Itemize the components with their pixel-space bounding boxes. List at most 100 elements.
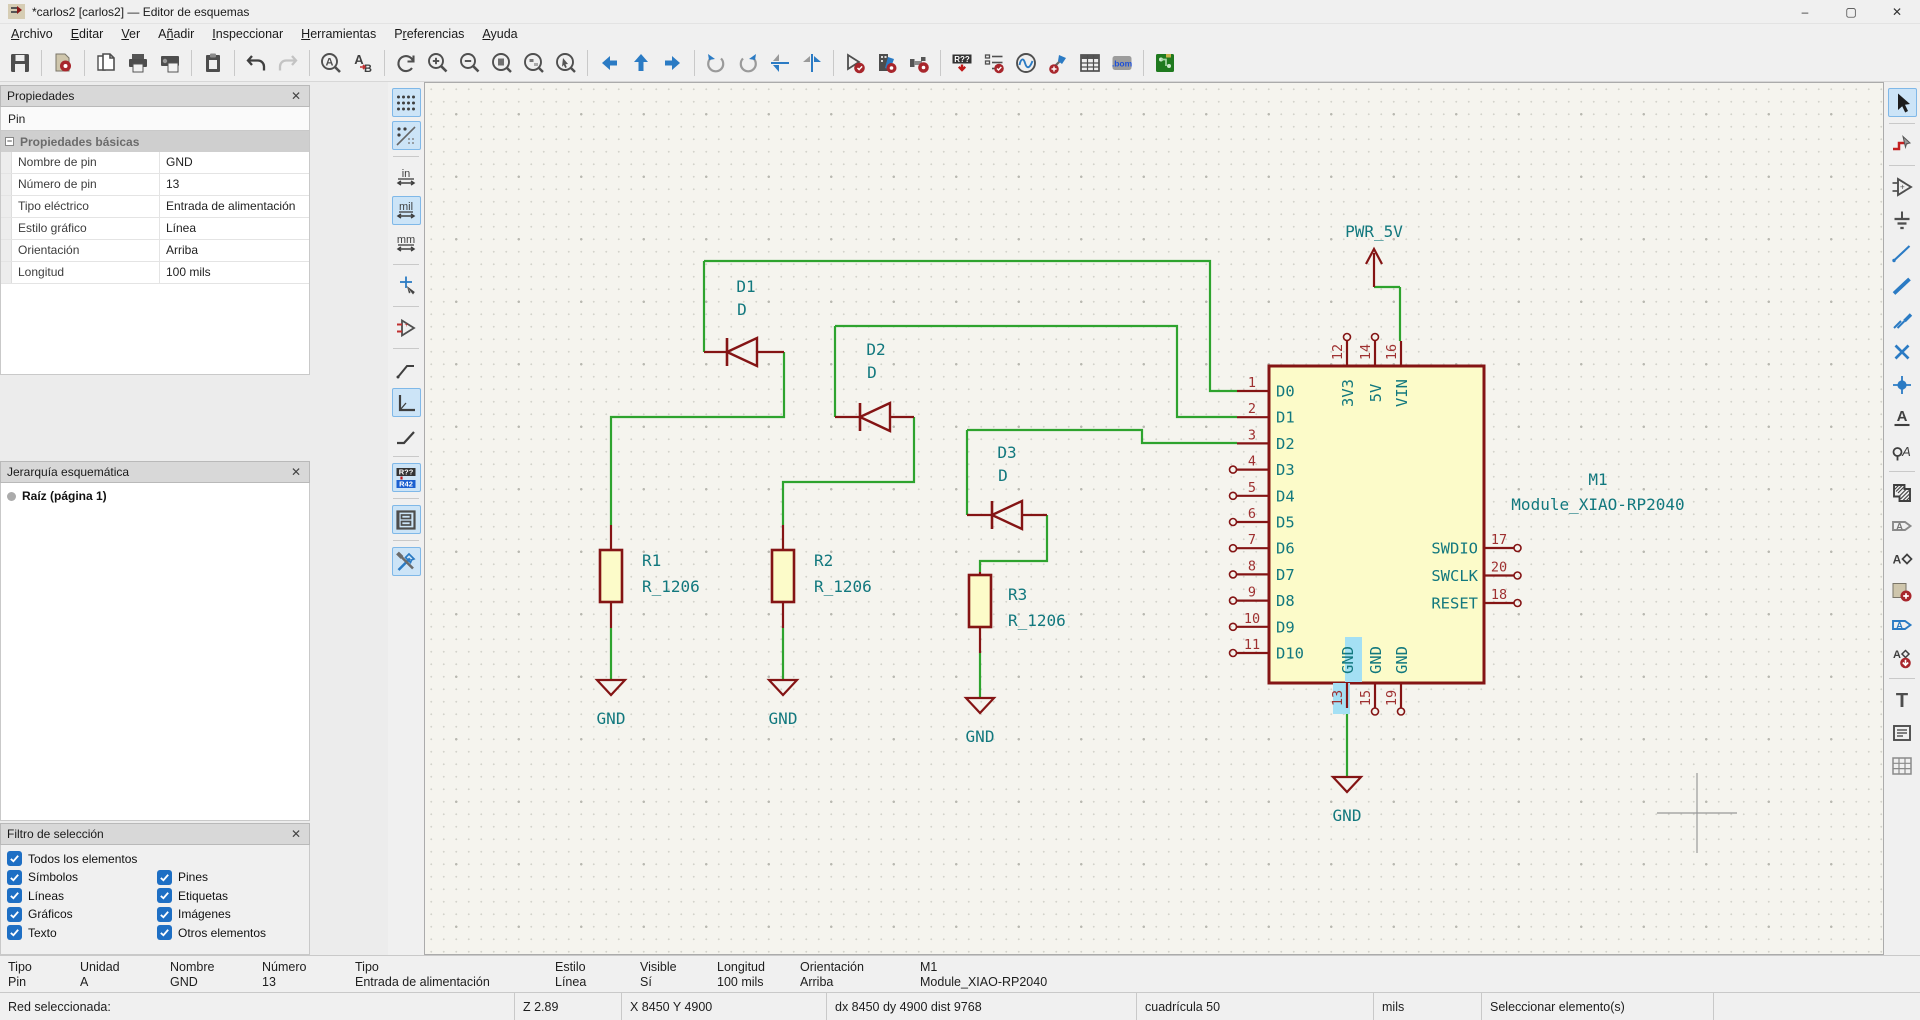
grid-dots-button[interactable] <box>391 88 421 117</box>
mirror-h-button[interactable] <box>797 48 827 78</box>
filter-checkbox-pines[interactable]: Pines <box>157 869 303 885</box>
import-sheet-pin-button[interactable] <box>1888 577 1917 606</box>
wires-free-button[interactable] <box>392 355 421 384</box>
menu-editar[interactable]: Editar <box>70 27 104 41</box>
symbol-fields-table-button[interactable] <box>1075 48 1105 78</box>
zoom-out-button[interactable] <box>455 48 485 78</box>
menu-herramientas[interactable]: Herramientas <box>301 27 377 41</box>
gnd-symbol[interactable]: GND <box>766 678 800 728</box>
undo-button[interactable] <box>241 48 271 78</box>
highlight-net-button[interactable] <box>1888 130 1917 159</box>
property-value[interactable]: 100 mils <box>166 265 211 279</box>
add-power-button[interactable] <box>1888 205 1917 234</box>
close-properties-icon[interactable]: ✕ <box>290 89 302 103</box>
checkbox-checked-icon[interactable] <box>157 906 172 922</box>
symbol-editor-button[interactable] <box>840 48 870 78</box>
checkbox-checked-icon[interactable] <box>157 888 172 903</box>
resistor-R2[interactable]: R2R_1206 <box>770 548 872 604</box>
checkbox-checked-icon[interactable] <box>7 906 22 922</box>
hier-label-button[interactable]: A <box>1888 511 1917 540</box>
hierarchy-navigator-button[interactable] <box>391 505 421 534</box>
filter-checkbox-graficos[interactable]: Gráficos <box>7 906 157 922</box>
units-in-button[interactable]: in <box>392 163 421 192</box>
menu-ver[interactable]: Ver <box>121 27 141 41</box>
open-pcb-button[interactable] <box>1150 48 1180 78</box>
junction-button[interactable] <box>1888 370 1917 399</box>
rotate-ccw-button[interactable] <box>701 48 731 78</box>
filter-checkbox-simbolos[interactable]: Símbolos <box>7 869 157 885</box>
checkbox-checked-icon[interactable] <box>157 869 172 885</box>
zoom-objects-button[interactable] <box>519 48 549 78</box>
close-filter-icon[interactable]: ✕ <box>290 827 302 841</box>
add-bus-entry-button[interactable] <box>1888 304 1917 333</box>
menu-preferencias[interactable]: Preferencias <box>394 27 465 41</box>
select-button[interactable] <box>1887 88 1917 117</box>
save-button[interactable] <box>5 48 35 78</box>
units-mm-button[interactable]: mm <box>392 229 421 258</box>
print-button[interactable] <box>123 48 153 78</box>
menu-ayuda[interactable]: Ayuda <box>482 27 518 41</box>
add-table-button[interactable] <box>1888 751 1917 780</box>
hier-label-blue-button[interactable]: A <box>1888 610 1917 639</box>
simulator-button[interactable] <box>1011 48 1041 78</box>
maximize-button[interactable]: ▢ <box>1845 4 1857 19</box>
wires[interactable] <box>609 259 1402 777</box>
add-symbol-button[interactable]: + <box>1888 172 1917 201</box>
new-sheet-button[interactable] <box>91 48 121 78</box>
close-button[interactable]: ✕ <box>1891 4 1903 19</box>
plot-button[interactable] <box>155 48 185 78</box>
minimize-button[interactable]: – <box>1801 4 1809 19</box>
checkbox-checked-icon[interactable] <box>7 888 22 903</box>
resistor-R3[interactable]: R3R_1206 <box>967 573 1066 630</box>
menu-inspeccionar[interactable]: Inspeccionar <box>212 27 284 41</box>
redo-button[interactable] <box>273 48 303 78</box>
diode-D3[interactable]: D3D <box>989 443 1024 531</box>
sheet-pin-button[interactable]: A <box>1888 544 1917 573</box>
property-value[interactable]: Entrada de alimentación <box>166 199 296 213</box>
net-label-button[interactable]: A <box>1888 403 1917 432</box>
filter-checkbox-todosloselementos[interactable]: Todos los elementos <box>7 851 303 866</box>
annotate-auto-button[interactable]: R??R42 <box>391 463 421 492</box>
power-flag[interactable]: PWR_5V <box>1345 222 1403 265</box>
generate-bom-button[interactable]: .bom <box>1107 48 1137 78</box>
erc-button[interactable] <box>979 48 1009 78</box>
filter-checkbox-otroselementos[interactable]: Otros elementos <box>157 925 303 940</box>
sheet-settings-button[interactable] <box>48 48 78 78</box>
properties-panel-button[interactable] <box>391 547 421 576</box>
checkbox-checked-icon[interactable] <box>7 869 22 885</box>
checkbox-checked-icon[interactable] <box>157 925 172 940</box>
annotate-button[interactable]: R?? <box>947 48 977 78</box>
property-value[interactable]: 13 <box>166 177 180 191</box>
import-hier-label-button[interactable]: A <box>1888 643 1917 672</box>
paste-button[interactable] <box>198 48 228 78</box>
close-hierarchy-icon[interactable]: ✕ <box>290 465 302 479</box>
add-bus-button[interactable] <box>1888 271 1917 300</box>
checkbox-checked-icon[interactable] <box>7 851 22 866</box>
resistor-R1[interactable]: R1R_1206 <box>598 548 700 604</box>
properties-group-header[interactable]: − Propiedades básicas <box>1 131 309 152</box>
filter-checkbox-lineas[interactable]: Líneas <box>7 888 157 903</box>
filter-checkbox-etiquetas[interactable]: Etiquetas <box>157 888 303 903</box>
nav-up-button[interactable] <box>626 48 656 78</box>
wires-45-button[interactable] <box>392 421 421 450</box>
symbol-library-browser-button[interactable] <box>872 48 902 78</box>
hidden-pins-button[interactable]: + <box>392 313 421 342</box>
grid-override-button[interactable] <box>391 121 421 150</box>
diode-D2[interactable]: D2D <box>857 340 892 433</box>
footprint-editor-button[interactable] <box>904 48 934 78</box>
wires-90-button[interactable] <box>391 388 421 417</box>
collapse-icon[interactable]: − <box>5 136 14 146</box>
checkbox-checked-icon[interactable] <box>7 925 22 940</box>
nav-back-button[interactable] <box>594 48 624 78</box>
zoom-in-button[interactable] <box>423 48 453 78</box>
hierarchy-root-item[interactable]: Raíz (página 1) <box>7 489 303 503</box>
assign-footprints-button[interactable] <box>1043 48 1073 78</box>
